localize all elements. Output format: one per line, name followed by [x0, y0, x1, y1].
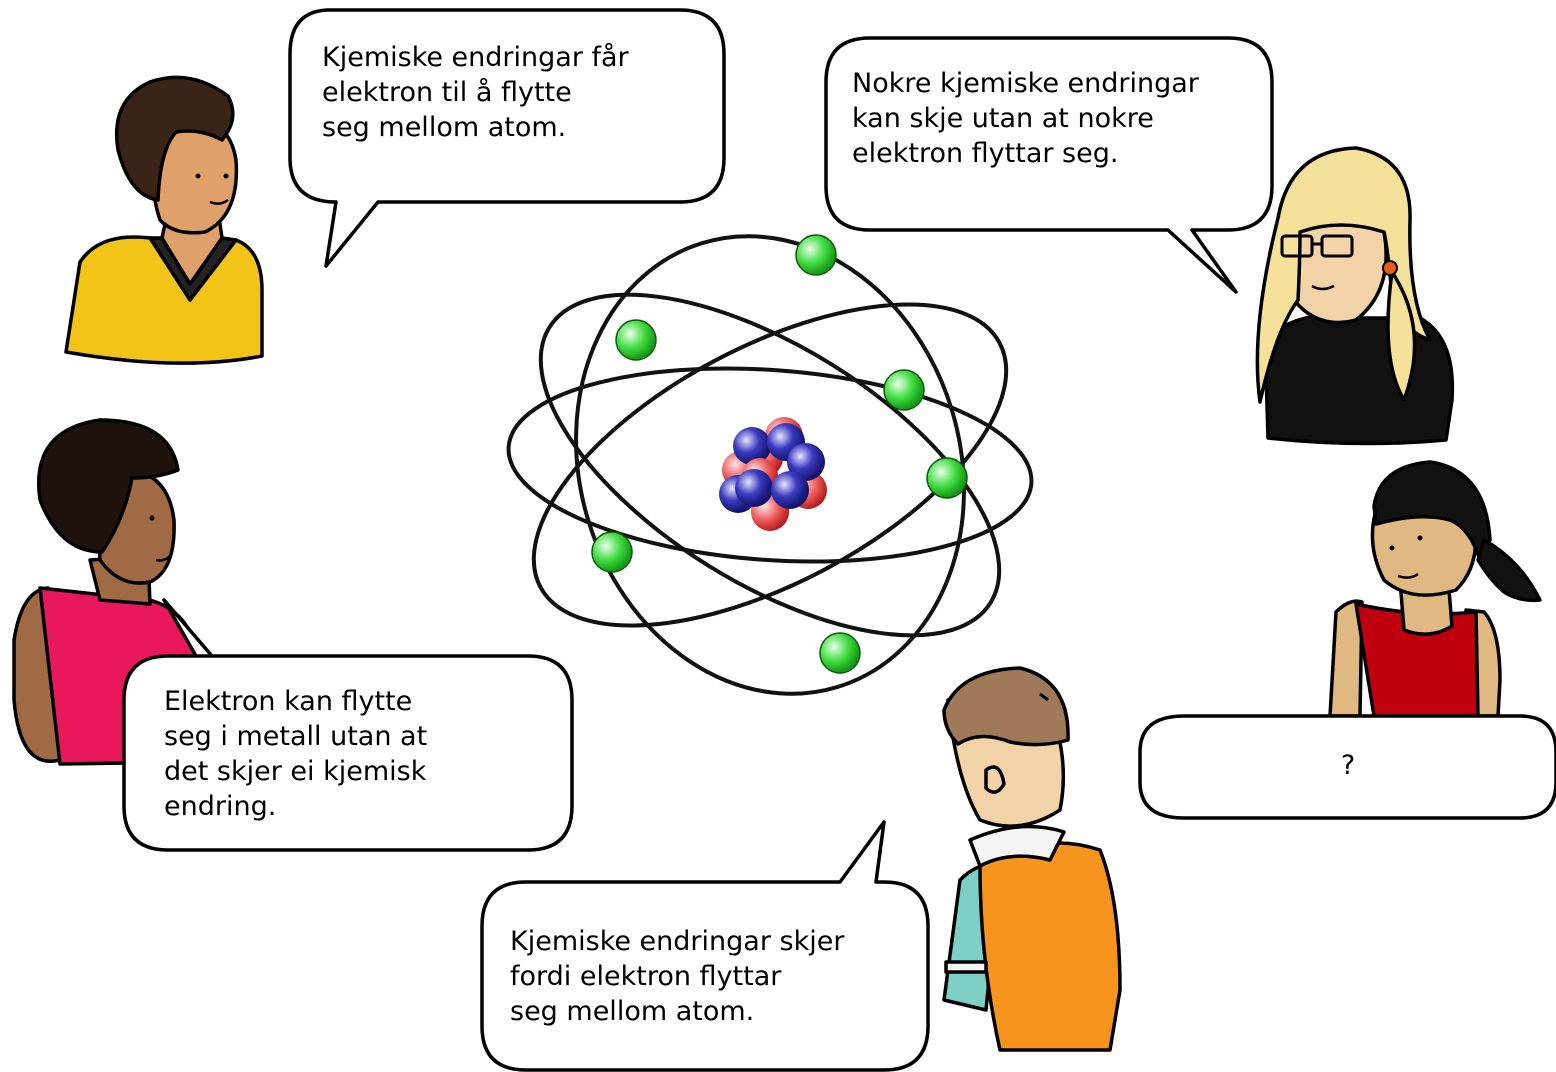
electron — [795, 234, 837, 276]
electron — [819, 632, 861, 674]
cap — [942, 666, 1070, 747]
eye — [195, 173, 201, 179]
ponytail — [1476, 538, 1542, 603]
student-yellow-shirt — [64, 75, 264, 365]
mouth — [209, 198, 229, 205]
curly-hair — [114, 75, 235, 202]
glasses-icon — [1280, 234, 1354, 258]
electron — [615, 319, 657, 361]
speech-bubble-3 — [122, 598, 574, 852]
nucleus — [719, 417, 827, 531]
hair-tail — [1386, 270, 1417, 402]
orbit-3 — [538, 292, 1002, 638]
atom-diagram — [506, 234, 1034, 696]
sleeve-stripe — [944, 960, 988, 974]
student-blonde-glasses — [1255, 146, 1455, 446]
student-cap-orange-vest — [942, 666, 1122, 1052]
electron — [926, 457, 968, 499]
earring — [1382, 260, 1398, 276]
collar — [968, 824, 1066, 868]
eye — [1389, 545, 1395, 551]
orange-vest — [978, 841, 1122, 1052]
blonde-hair — [1255, 146, 1432, 404]
eye — [223, 173, 229, 179]
mouth — [1311, 284, 1335, 291]
afro-hair — [37, 418, 180, 554]
electron — [883, 369, 925, 411]
orbit-4 — [531, 302, 1009, 628]
speech-bubble-5 — [1138, 714, 1556, 820]
arm — [1328, 599, 1364, 718]
speech-bubble-2 — [824, 36, 1274, 294]
speech-text-3: Elektron kan flytte seg i metall utan at… — [164, 686, 428, 822]
speech-bubble-4 — [480, 820, 930, 1072]
black-hair — [1372, 460, 1492, 562]
neutron — [735, 469, 773, 507]
mouth — [1397, 572, 1419, 579]
ear — [984, 765, 1006, 794]
eye — [1417, 535, 1423, 541]
electron — [591, 531, 633, 573]
student-ponytail-red-top — [1328, 460, 1542, 718]
orbit-2 — [506, 366, 1034, 564]
eye — [149, 515, 155, 521]
neutron — [733, 427, 771, 465]
neutron — [771, 471, 809, 509]
speech-bubbles — [122, 8, 1556, 1072]
speech-text-1: Kjemiske endringar får elektron til å fl… — [322, 42, 629, 143]
electrons — [591, 234, 968, 674]
speech-text-4: Kjemiske endringar skjer fordi elektron … — [510, 926, 845, 1027]
speech-bubble-1 — [288, 8, 726, 268]
neutron — [787, 443, 825, 481]
speech-text-5: ? — [1340, 750, 1356, 781]
electron-orbits — [506, 234, 1034, 696]
mouth — [155, 555, 171, 562]
speech-text-2: Nokre kjemiske endringar kan skje utan a… — [852, 68, 1199, 169]
